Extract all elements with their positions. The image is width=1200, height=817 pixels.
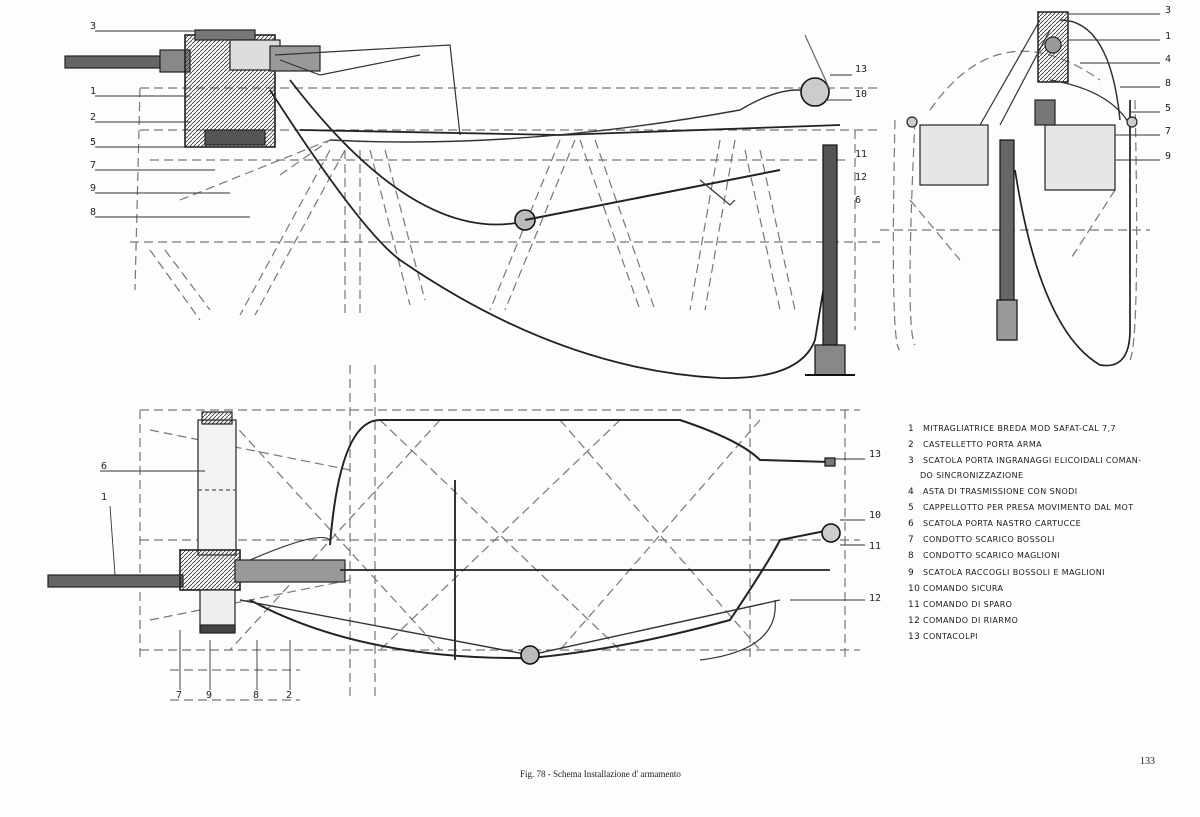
page-number: 133 [1140,756,1155,767]
callout-8: 8 [1165,78,1172,89]
legend-text: SCATOLA PORTA INGRANAGGI ELICOIDALI COMA… [922,456,1142,466]
legend: 1 MITRAGLIATRICE BREDA MOD SAFAT-CAL 7,7… [908,421,1178,645]
legend-number: 13 [908,632,921,643]
callout-7: 7 [176,690,183,701]
legend-item: 13 CONTACOLPI [908,629,1178,645]
callout-3: 3 [1165,5,1172,16]
legend-number: 3 [908,456,915,467]
legend-text: COMANDO SICURA [922,583,1004,593]
callout-7: 7 [1165,126,1172,137]
callout-10: 10 [869,510,882,521]
callout-2: 2 [286,690,293,701]
callout-5: 5 [1165,103,1172,114]
callout-6: 6 [101,461,108,472]
legend-item: 5 CAPPELLOTTO PER PRESA MOVIMENTO DAL MO… [908,500,1178,516]
legend-number: 9 [908,567,915,578]
legend-item: 11 COMANDO DI SPARO [908,597,1178,613]
legend-item: 9 SCATOLA RACCOGLI BOSSOLI E MAGLIONI [908,565,1178,581]
legend-number: 7 [908,535,915,546]
legend-text: COMANDO DI RIARMO [922,616,1019,626]
legend-text: SCATOLA RACCOGLI BOSSOLI E MAGLIONI [922,567,1105,577]
callout-12: 12 [869,593,882,604]
legend-text: CONTACOLPI [922,632,978,642]
front-view [880,11,1150,367]
callout-3: 3 [90,21,97,32]
callout-1: 1 [101,492,108,503]
callout-10: 10 [855,89,868,100]
top-view [64,29,880,379]
legend-text: CONDOTTO SCARICO MAGLIONI [922,551,1061,561]
legend-item-continuation: DO SINCRONIZZAZIONE [908,470,1178,484]
legend-item: 10 COMANDO SICURA [908,581,1178,597]
legend-text: ASTA DI TRASMISSIONE CON SNODI [922,486,1078,496]
callout-7: 7 [90,160,97,171]
callout-9: 9 [1165,151,1172,162]
legend-number: 4 [908,486,915,497]
callout-8: 8 [90,207,97,218]
legend-item: 12 COMANDO DI RIARMO [908,613,1178,629]
callout-12: 12 [855,172,868,183]
side-view [47,365,860,701]
legend-text: CASTELLETTO PORTA ARMA [922,440,1043,450]
legend-number: 2 [908,440,915,451]
callout-6: 6 [855,195,862,206]
legend-number: 12 [908,616,921,627]
legend-item: 8 CONDOTTO SCARICO MAGLIONI [908,548,1178,564]
legend-number: 1 [908,424,915,434]
legend-number: 5 [908,502,915,513]
callout-9: 9 [206,690,213,701]
callout-13: 13 [869,449,882,460]
legend-number: 10 [908,583,921,594]
legend-item: 3 SCATOLA PORTA INGRANAGGI ELICOIDALI CO… [908,453,1178,469]
callout-11: 11 [869,541,882,552]
callout-13: 13 [855,64,868,75]
legend-text: COMANDO DI SPARO [922,599,1013,609]
legend-text: CAPPELLOTTO PER PRESA MOVIMENTO DAL MOT [922,502,1134,512]
legend-item: 2 CASTELLETTO PORTA ARMA [908,437,1178,453]
callout-11: 11 [855,149,868,160]
callout-1: 1 [90,86,97,97]
legend-number: 8 [908,551,915,562]
top-view-leaders [95,30,852,218]
front-view-leaders [1068,13,1160,161]
callout-4: 4 [1165,54,1172,65]
legend-text: DO SINCRONIZZAZIONE [920,470,1024,480]
legend-number: 11 [908,599,921,610]
callout-1: 1 [1165,31,1172,42]
side-view-leaders [100,458,865,690]
figure-caption: Fig. 78 - Schema Installazione d' armame… [520,769,681,779]
legend-text: SCATOLA PORTA NASTRO CARTUCCE [922,518,1082,528]
callout-9: 9 [90,183,97,194]
callout-2: 2 [90,112,97,123]
legend-text: MITRAGLIATRICE BREDA MOD SAFAT-CAL 7,7 [922,424,1117,433]
legend-number: 6 [908,518,915,529]
callout-5: 5 [90,137,97,148]
callout-8: 8 [253,690,260,701]
legend-item: 7 CONDOTTO SCARICO BOSSOLI [908,532,1178,548]
legend-item: 6 SCATOLA PORTA NASTRO CARTUCCE [908,516,1178,532]
legend-text: CONDOTTO SCARICO BOSSOLI [922,535,1055,545]
legend-item: 4 ASTA DI TRASMISSIONE CON SNODI [908,484,1178,500]
legend-item: 1 MITRAGLIATRICE BREDA MOD SAFAT-CAL 7,7 [908,421,1178,437]
